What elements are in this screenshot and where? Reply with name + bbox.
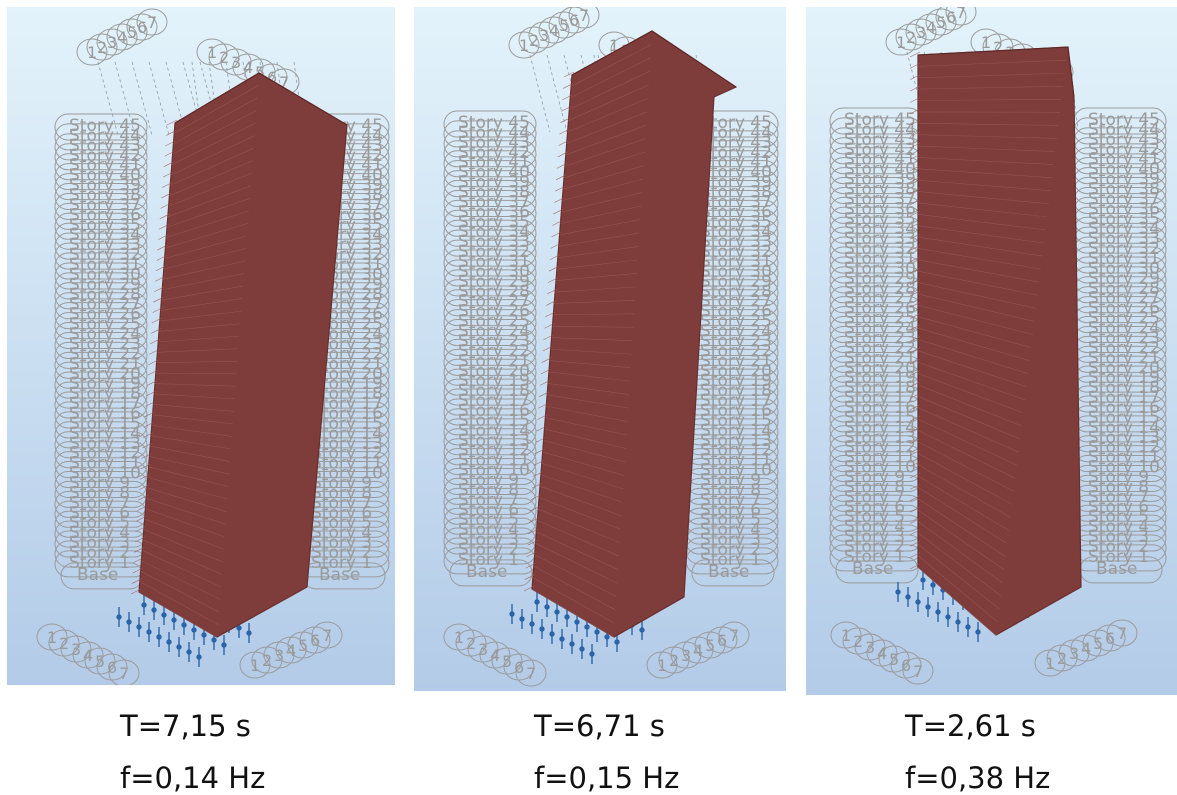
grid-number: 3 [71, 640, 81, 659]
grid-number: 4 [1081, 639, 1091, 658]
base-label: Base [852, 559, 893, 579]
grid-number: 2 [1057, 649, 1067, 668]
grid-number: 3 [478, 640, 488, 659]
caption-mode-2: T=6,71 s f=0,15 Hz [534, 712, 864, 793]
grid-number: 1 [1045, 654, 1055, 673]
grid-number: 2 [466, 634, 476, 653]
frequency-label: f=0,14 Hz [120, 764, 450, 793]
grid-number: 6 [107, 658, 117, 677]
grid-number: 6 [1105, 629, 1115, 648]
deformed-building [910, 47, 1081, 635]
grid-number: 7 [147, 13, 157, 32]
grid-number: 3 [865, 638, 875, 657]
grid-number: 2 [59, 634, 69, 653]
grid-number: 3 [681, 646, 691, 665]
base-label: Base [466, 562, 507, 582]
frequency-label: f=0,38 Hz [905, 764, 1177, 793]
grid-number: 5 [705, 636, 715, 655]
grid-number: 1 [250, 656, 260, 675]
base-label: Base [77, 565, 118, 585]
period-label: T=7,15 s [120, 712, 450, 764]
grid-number: 3 [274, 646, 284, 665]
grid-number: 7 [322, 626, 332, 645]
grid-number: 7 [729, 626, 739, 645]
grid-number: 6 [514, 658, 524, 677]
caption-mode-3: T=2,61 s f=0,38 Hz [905, 712, 1177, 793]
grid-number: 2 [262, 651, 272, 670]
grid-number: 1 [47, 628, 57, 647]
grid-number: 5 [1093, 634, 1103, 653]
grid-number: 4 [490, 646, 500, 665]
base-label: Base [708, 562, 749, 582]
grid-number: 5 [95, 652, 105, 671]
grid-number: 4 [83, 646, 93, 665]
grid-number: 4 [877, 644, 887, 663]
frequency-label: f=0,15 Hz [534, 764, 864, 793]
grid-number: 6 [717, 631, 727, 650]
grid-number: 2 [669, 651, 679, 670]
period-label: T=2,61 s [905, 712, 1177, 764]
period-label: T=6,71 s [534, 712, 864, 764]
grid-number: 7 [956, 7, 966, 22]
caption-mode-1: T=7,15 s f=0,14 Hz [120, 712, 450, 793]
grid-number: 7 [913, 662, 923, 681]
grid-number: 6 [310, 631, 320, 650]
grid-number: 7 [119, 664, 129, 683]
grid-number: 4 [286, 641, 296, 660]
grid-number: 2 [853, 632, 863, 651]
base-label: Base [1096, 559, 1137, 579]
grid-number: 7 [1117, 624, 1127, 643]
base-label: Base [319, 565, 360, 585]
grid-number: 7 [526, 664, 536, 683]
grid-number: 5 [502, 652, 512, 671]
grid-number: 1 [454, 628, 464, 647]
grid-number: 7 [579, 7, 589, 25]
grid-number: 1 [657, 656, 667, 675]
grid-number: 6 [901, 656, 911, 675]
grid-number: 1 [841, 626, 851, 645]
grid-number: 5 [889, 650, 899, 669]
grid-number: 3 [1069, 644, 1079, 663]
grid-number: 4 [693, 641, 703, 660]
grid-number: 5 [298, 636, 308, 655]
